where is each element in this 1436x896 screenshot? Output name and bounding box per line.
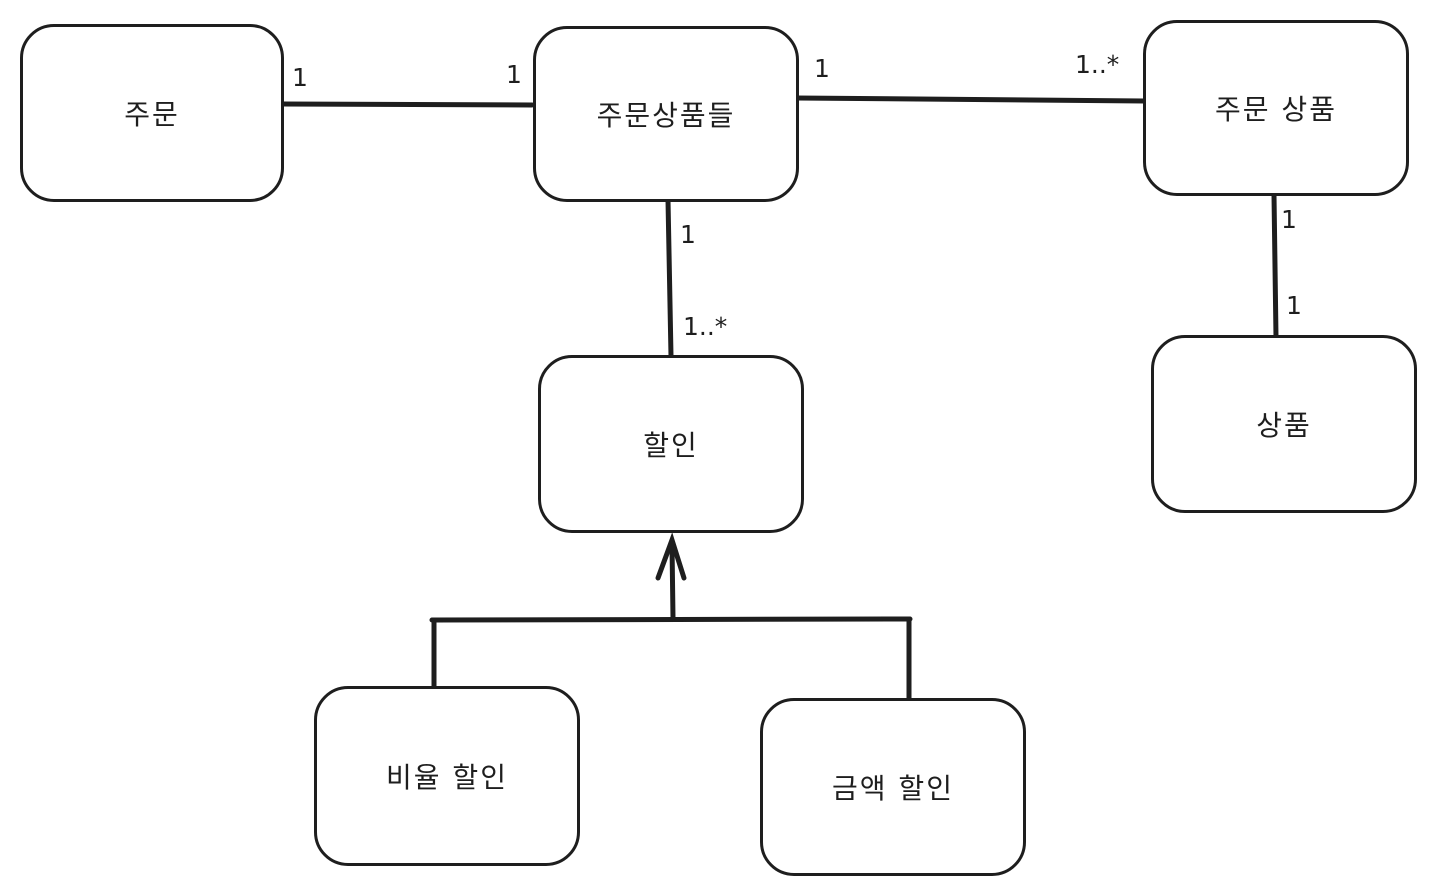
entity-order-item-label: 주문 상품 [1215,93,1337,126]
entity-order-items[interactable]: 주문상품들 [533,26,799,202]
entity-order-item[interactable]: 주문 상품 [1143,20,1409,196]
entity-discount[interactable]: 할인 [538,355,804,533]
mult-order-item-bottom: 1 [1281,205,1297,234]
entity-discount-label: 할인 [643,429,699,462]
inheritance-trunk [669,542,676,621]
connector-order-items-order-item [793,95,1148,104]
mult-order-items-bottom: 1 [680,220,696,249]
mult-discount-top: 1..* [683,312,728,341]
mult-order-side: 1 [292,63,308,92]
mult-product-top: 1 [1286,291,1302,320]
entity-product-label: 상품 [1256,409,1312,442]
entity-order[interactable]: 주문 [20,24,284,202]
connector-order-items-discount [665,197,674,359]
entity-order-items-label: 주문상품들 [596,99,736,132]
mult-order-items-left: 1 [506,60,522,89]
inheritance-bar [429,616,913,623]
entity-amount-discount-label: 금액 할인 [832,772,954,805]
entity-rate-discount-label: 비율 할인 [386,761,508,794]
inheritance-arrowhead [655,532,687,581]
connector-order-order-items [279,101,535,108]
connector-order-item-product [1271,192,1279,340]
mult-order-items-right: 1 [814,54,830,83]
entity-order-label: 주문 [124,98,180,131]
mult-order-item-left: 1..* [1075,50,1120,79]
entity-rate-discount[interactable]: 비율 할인 [314,686,580,866]
entity-amount-discount[interactable]: 금액 할인 [760,698,1026,876]
entity-product[interactable]: 상품 [1151,335,1417,513]
